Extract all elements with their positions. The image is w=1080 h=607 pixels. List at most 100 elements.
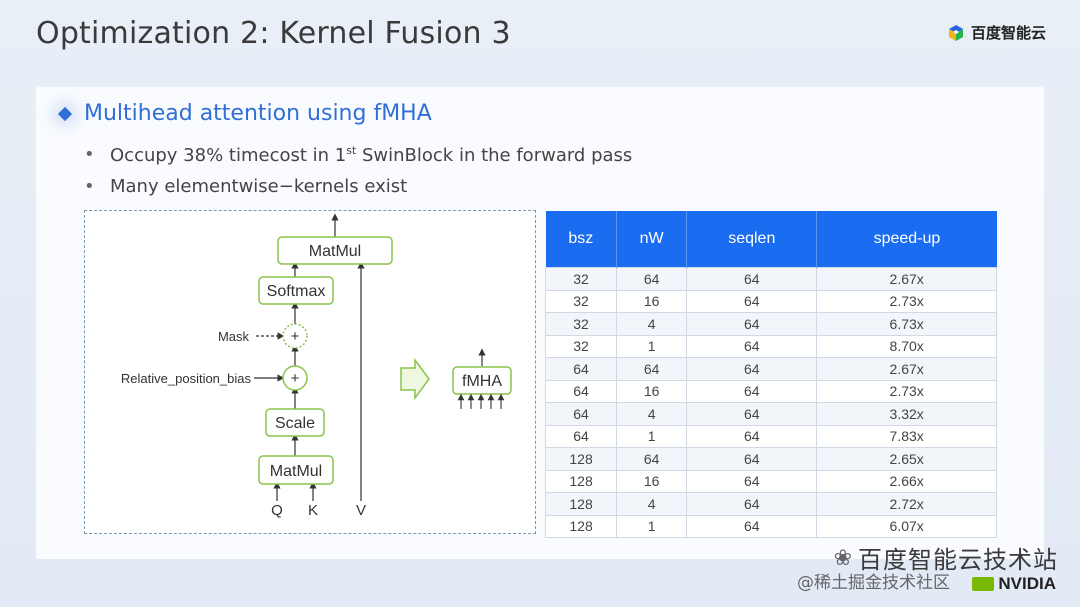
bullet-dot-icon: • bbox=[84, 176, 95, 197]
softmax-label: Softmax bbox=[267, 283, 326, 300]
content-panel: Multihead attention using fMHA • Occupy … bbox=[36, 87, 1044, 559]
table-cell: 2.65x bbox=[816, 447, 997, 471]
column-header: speed-up bbox=[816, 211, 997, 268]
matmul-bottom-label: MatMul bbox=[270, 463, 322, 480]
bias-add-node: + bbox=[282, 365, 308, 391]
fusion-arrow-icon bbox=[400, 357, 430, 401]
v-label: V bbox=[356, 502, 366, 519]
table-cell: 1 bbox=[616, 514, 688, 538]
q-label: Q bbox=[271, 502, 283, 519]
table-cell: 64 bbox=[616, 267, 688, 291]
table-cell: 64 bbox=[686, 289, 818, 313]
table-header-row: bsz nW seqlen speed-up bbox=[545, 211, 997, 268]
table-cell: 8.70x bbox=[816, 334, 997, 358]
table-cell: 3.32x bbox=[816, 402, 997, 426]
table-cell: 64 bbox=[544, 424, 618, 448]
table-cell: 128 bbox=[544, 514, 618, 538]
matmul-top-node: MatMul bbox=[277, 236, 393, 265]
table-cell: 64 bbox=[616, 447, 688, 471]
table-cell: 64 bbox=[686, 267, 818, 291]
table-cell: 32 bbox=[544, 289, 618, 313]
section-heading: Multihead attention using fMHA bbox=[84, 101, 432, 126]
nvidia-logo: NVIDIA bbox=[972, 574, 1056, 594]
table-cell: 2.67x bbox=[816, 267, 997, 291]
slide-title: Optimization 2: Kernel Fusion 3 bbox=[36, 16, 511, 51]
attention-diagram: MatMul Softmax + + Scale MatMul bbox=[84, 210, 536, 534]
table-cell: 128 bbox=[544, 492, 618, 516]
fmha-label: fMHA bbox=[462, 373, 502, 390]
bullet-item: • Many elementwise−kernels exist bbox=[84, 176, 407, 197]
softmax-node: Softmax bbox=[258, 276, 334, 305]
nvidia-eye-icon bbox=[972, 577, 995, 591]
column-header: nW bbox=[616, 211, 688, 268]
table-cell: 6.07x bbox=[816, 514, 997, 538]
table-cell: 7.83x bbox=[816, 424, 997, 448]
bullet-text: Occupy 38% timecost in 1st SwinBlock in … bbox=[110, 144, 633, 166]
matmul-top-label: MatMul bbox=[309, 243, 361, 260]
plus-label: + bbox=[291, 370, 300, 387]
table-cell: 64 bbox=[544, 357, 618, 381]
bullet-dot-icon: • bbox=[84, 144, 95, 165]
table-cell: 4 bbox=[616, 492, 688, 516]
table-cell: 32 bbox=[544, 312, 618, 336]
table-cell: 32 bbox=[544, 334, 618, 358]
table-cell: 16 bbox=[616, 379, 688, 403]
table-cell: 64 bbox=[686, 312, 818, 336]
table-cell: 2.66x bbox=[816, 469, 997, 493]
bullet-item: • Occupy 38% timecost in 1st SwinBlock i… bbox=[84, 144, 632, 166]
table-cell: 4 bbox=[616, 312, 688, 336]
attention-graph: MatMul Softmax + + Scale MatMul bbox=[121, 213, 512, 519]
table-cell: 64 bbox=[544, 402, 618, 426]
table-cell: 6.73x bbox=[816, 312, 997, 336]
table-cell: 1 bbox=[616, 424, 688, 448]
baidu-cloud-logo-icon bbox=[948, 24, 963, 41]
table-cell: 64 bbox=[616, 357, 688, 381]
baidu-cloud-logo: 百度智能云 bbox=[947, 22, 1046, 43]
k-label: K bbox=[308, 502, 318, 519]
table-cell: 128 bbox=[544, 469, 618, 493]
table-cell: 64 bbox=[686, 492, 818, 516]
relative-position-bias-label: Relative_position_bias bbox=[121, 371, 252, 386]
table-cell: 2.67x bbox=[816, 357, 997, 381]
table-cell: 64 bbox=[686, 469, 818, 493]
plus-label: + bbox=[291, 328, 300, 345]
table-cell: 64 bbox=[686, 514, 818, 538]
column-header: bsz bbox=[545, 211, 618, 268]
table-cell: 64 bbox=[686, 357, 818, 381]
table-cell: 32 bbox=[544, 267, 618, 291]
table-cell: 2.73x bbox=[816, 289, 997, 313]
wechat-watermark: ❀ 百度智能云技术站 bbox=[834, 540, 1058, 575]
column-header: seqlen bbox=[686, 211, 818, 268]
table-cell: 4 bbox=[616, 402, 688, 426]
mask-add-node: + bbox=[282, 323, 308, 349]
table-cell: 64 bbox=[686, 334, 818, 358]
table-cell: 64 bbox=[686, 379, 818, 403]
mask-label: Mask bbox=[218, 329, 250, 344]
wechat-account-text: 百度智能云技术站 bbox=[858, 546, 1058, 574]
table-cell: 64 bbox=[686, 424, 818, 448]
juejin-handle: @稀土掘金技术社区 bbox=[797, 573, 950, 593]
diamond-bullet-icon bbox=[57, 106, 73, 121]
fmha-node: fMHA bbox=[452, 366, 512, 395]
table-cell: 16 bbox=[616, 469, 688, 493]
bullet-text: Many elementwise−kernels exist bbox=[110, 176, 408, 197]
table-cell: 2.73x bbox=[816, 379, 997, 403]
table-cell: 1 bbox=[616, 334, 688, 358]
table-cell: 16 bbox=[616, 289, 688, 313]
nvidia-text: NVIDIA bbox=[998, 574, 1056, 593]
section-heading-row: Multihead attention using fMHA bbox=[57, 101, 432, 126]
table-cell: 128 bbox=[544, 447, 618, 471]
